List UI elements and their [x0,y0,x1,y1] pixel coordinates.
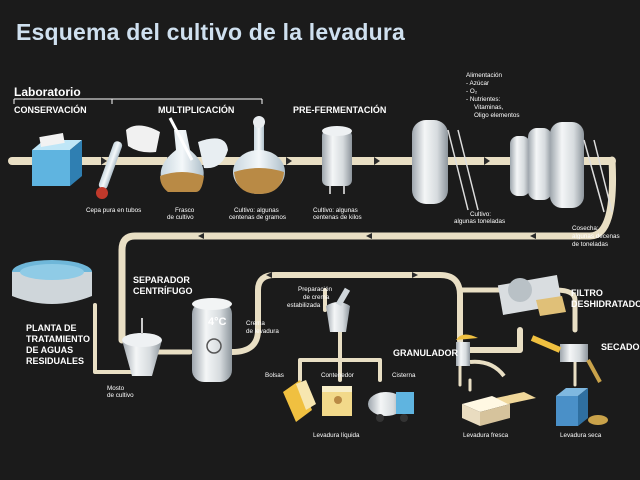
contenedor-label: Contenedor [321,372,354,379]
cisterna-label: Cisterna [392,372,416,379]
planta-label: PLANTA DE [26,323,77,333]
prep-label: estabilizada [287,302,321,309]
feed-item: - Nutrientes: [466,96,501,103]
filtro-label: DESHIDRATADOR [571,299,640,309]
lab-heading: Laboratorio [14,85,81,99]
caption-frasco: Frasco [175,207,195,214]
planta-label: DE AGUAS [26,345,74,355]
cold-storage-tank-icon [192,298,232,382]
levadura-fresca-label: Levadura fresca [463,432,509,439]
caption-kilos: centenas de kilos [313,214,362,221]
planta-label: TRATAMIENTO [26,334,90,344]
feed-title: Alimentación [466,72,503,79]
pure-strain-tube-icon [96,125,160,199]
granulador-label: GRANULADOR [393,348,458,358]
culture-grams-flask-icon [233,116,285,194]
container-icon [322,386,352,416]
cream-prep-vessel-icon [326,287,351,332]
secado-label: SECADO [601,342,640,352]
tanker-truck-icon [368,392,414,422]
caption-toneladas: algunas toneladas [454,218,506,225]
prep-label: Preparación [298,286,332,293]
granulator-icon [456,334,506,378]
water-treatment-tank-icon [12,260,92,304]
feed-item: Vitaminas, [474,104,504,111]
bolsas-label: Bolsas [265,372,284,379]
prefermentation-tank-icon [322,126,352,194]
crema-label: Crema [246,320,265,327]
stage-prefermentacion: PRE-FERMENTACIÓN [293,105,387,115]
feed-item: Oligo elementos [474,112,520,119]
caption-frasco: de cultivo [167,214,194,221]
separador-label: SEPARADOR [133,275,190,285]
planta-label: RESIDUALES [26,356,85,366]
cosecha-label: de toneladas [572,241,609,248]
fresh-yeast-blocks-icon [462,392,536,426]
fermenter-tanks-icon [412,120,613,213]
stage-conservacion: CONSERVACIÓN [14,105,87,115]
dryer-icon [530,335,602,383]
stage-multiplicacion: MULTIPLICACIÓN [158,105,235,115]
mosto-label: de cultivo [107,392,134,399]
page-title: Esquema del cultivo de la levadura [16,19,405,45]
feed-item: - Azúcar [466,80,490,87]
caption-kilos: Cultivo: algunas [313,207,358,214]
caption-gramos: centenas de gramos [229,214,287,221]
conservation-cooler-icon [32,132,82,186]
cosecha-label: Cosecha: [572,225,599,232]
caption-toneladas: Cultivo: [470,211,491,218]
separador-label: CENTRÍFUGO [133,286,193,296]
caption-cepa: Cepa pura en tubos [86,207,142,214]
dry-yeast-pack-icon [556,388,608,426]
levadura-seca-label: Levadura seca [560,432,602,439]
filtro-label: FILTRO [571,288,603,298]
cosecha-label: algunas decenas [572,233,620,240]
dehydrating-filter-icon [497,275,566,316]
culture-flask-icon [160,117,228,192]
crema-label: de levadura [246,328,279,335]
caption-gramos: Cultivo: algunas [234,207,279,214]
temperature-label: 4°C [208,316,227,328]
bags-icon [283,380,316,422]
centrifuge-separator-icon [122,318,162,376]
lab-bracket [13,98,263,104]
levadura-liquida-label: Levadura líquida [313,432,360,439]
prep-label: de crema [303,294,330,301]
mosto-label: Mosto [107,385,125,392]
feed-item: - O₂ [466,88,478,95]
